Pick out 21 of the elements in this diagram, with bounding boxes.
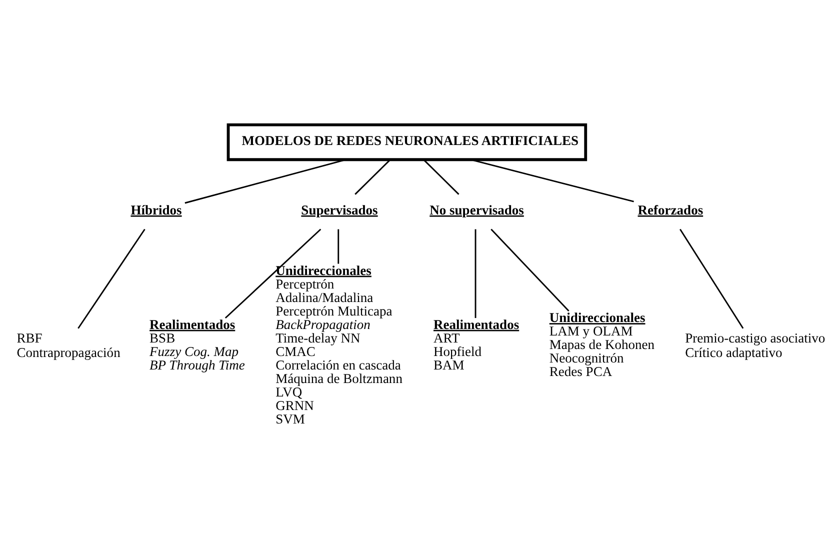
connector xyxy=(338,228,340,264)
connector xyxy=(474,228,476,318)
connector xyxy=(423,158,460,194)
node-text: Unidireccionales LAM y OLAM Mapas de Kohonen Neocognitrón Redes PCA xyxy=(549,310,655,379)
node-text: Premio-castigo asociativo Crítico adaptativo xyxy=(685,330,826,360)
connector xyxy=(354,158,390,194)
node-text: Realimentados ART Hopfield BAM xyxy=(434,316,520,372)
node-text: Unidireccionales Perceptrón Adalina/Madalina Perceptrón Multicapa BackPropagation Time-delay NN CMAC Correlación en cascada Máquina de Boltzmann LVQ GRNN SVM xyxy=(276,262,402,426)
connector xyxy=(224,228,322,318)
node-text: Realimentados BSB Fuzzy Cog. Map BP Through Time xyxy=(150,316,245,372)
connector xyxy=(680,228,744,328)
node-text: Supervisados xyxy=(301,202,378,217)
node-text: Híbridos xyxy=(130,202,182,217)
connector xyxy=(490,228,570,312)
connector xyxy=(470,158,634,202)
node-text: RBF Contrapropagación xyxy=(16,330,120,360)
node-text: Reforzados xyxy=(638,202,704,217)
node-text: No supervisados xyxy=(430,202,524,217)
connector xyxy=(78,228,146,328)
connector xyxy=(184,158,346,204)
node-box: MODELOS DE REDES NEURONALES ARTIFICIALES xyxy=(226,122,588,161)
